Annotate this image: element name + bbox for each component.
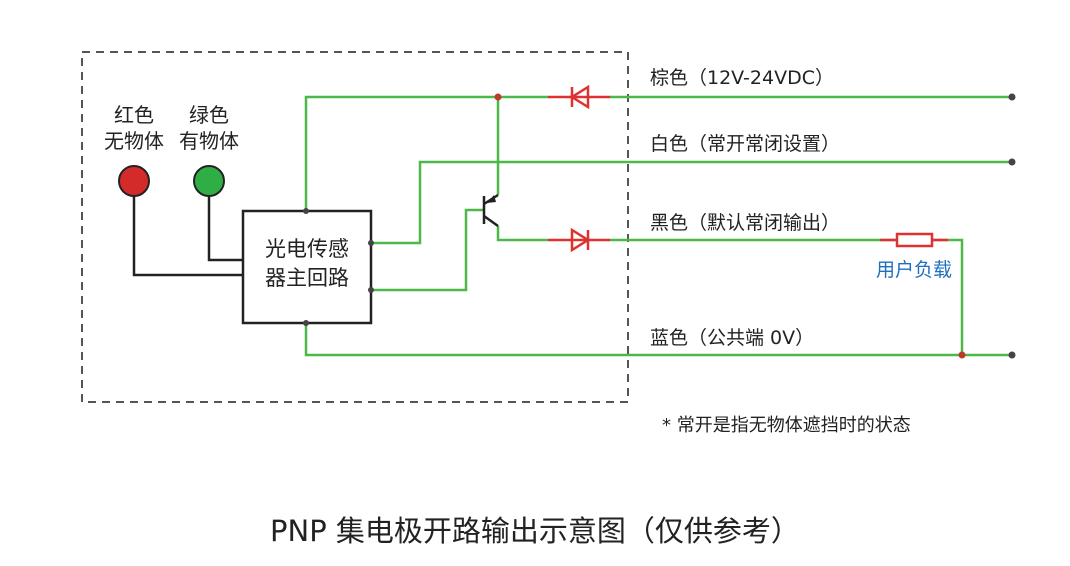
junction-node [958,351,966,359]
green-indicator-led-icon [193,165,225,197]
wire-end-terminal [1008,351,1016,359]
red-indicator-led-icon [118,165,150,197]
red-indicator-label-1: 红色 [114,103,154,127]
blue-wire-label: 蓝色（公共端 0V） [650,327,814,349]
wire-end-terminal [1008,93,1016,101]
brown-wire-label: 棕色（12V-24VDC） [650,67,834,89]
terminal-dot [303,320,309,326]
green-indicator-label-2: 有物体 [179,129,239,153]
footnote: * 常开是指无物体遮挡时的状态 [662,415,911,436]
terminal-dot [368,240,374,246]
brown-wire [304,95,1012,210]
green-indicator-label-1: 绿色 [189,103,229,127]
terminal-dot [368,287,374,293]
base-wire [372,208,484,292]
black-wire-label: 黑色（默认常闭输出） [650,212,840,234]
junction-node [494,93,502,101]
red-led-wire [132,196,243,277]
terminal-dot [303,208,309,214]
load-return-wire [933,238,964,355]
white-wire-label: 白色（常开常闭设置） [650,133,840,155]
main-circuit-label-2: 器主回路 [265,266,349,290]
blue-wire [304,323,1012,357]
pnp-transistor-icon [482,193,499,228]
output-diode-icon [548,227,610,253]
user-load-resistor-icon [880,232,948,248]
white-wire [372,160,1012,245]
wires [304,95,1012,357]
diagram-title: PNP 集电极开路输出示意图（仅供参考） [270,514,800,548]
wire-end-terminal [1008,158,1016,166]
supply-diode-icon [548,84,610,110]
main-circuit-label-1: 光电传感 [265,237,349,261]
green-led-wire [207,196,243,262]
indicator-wires [132,196,243,277]
red-indicator-label-2: 无物体 [104,129,164,153]
black-wire [496,226,895,242]
sensor-enclosure [81,51,629,403]
user-load-label: 用户负载 [876,259,952,281]
